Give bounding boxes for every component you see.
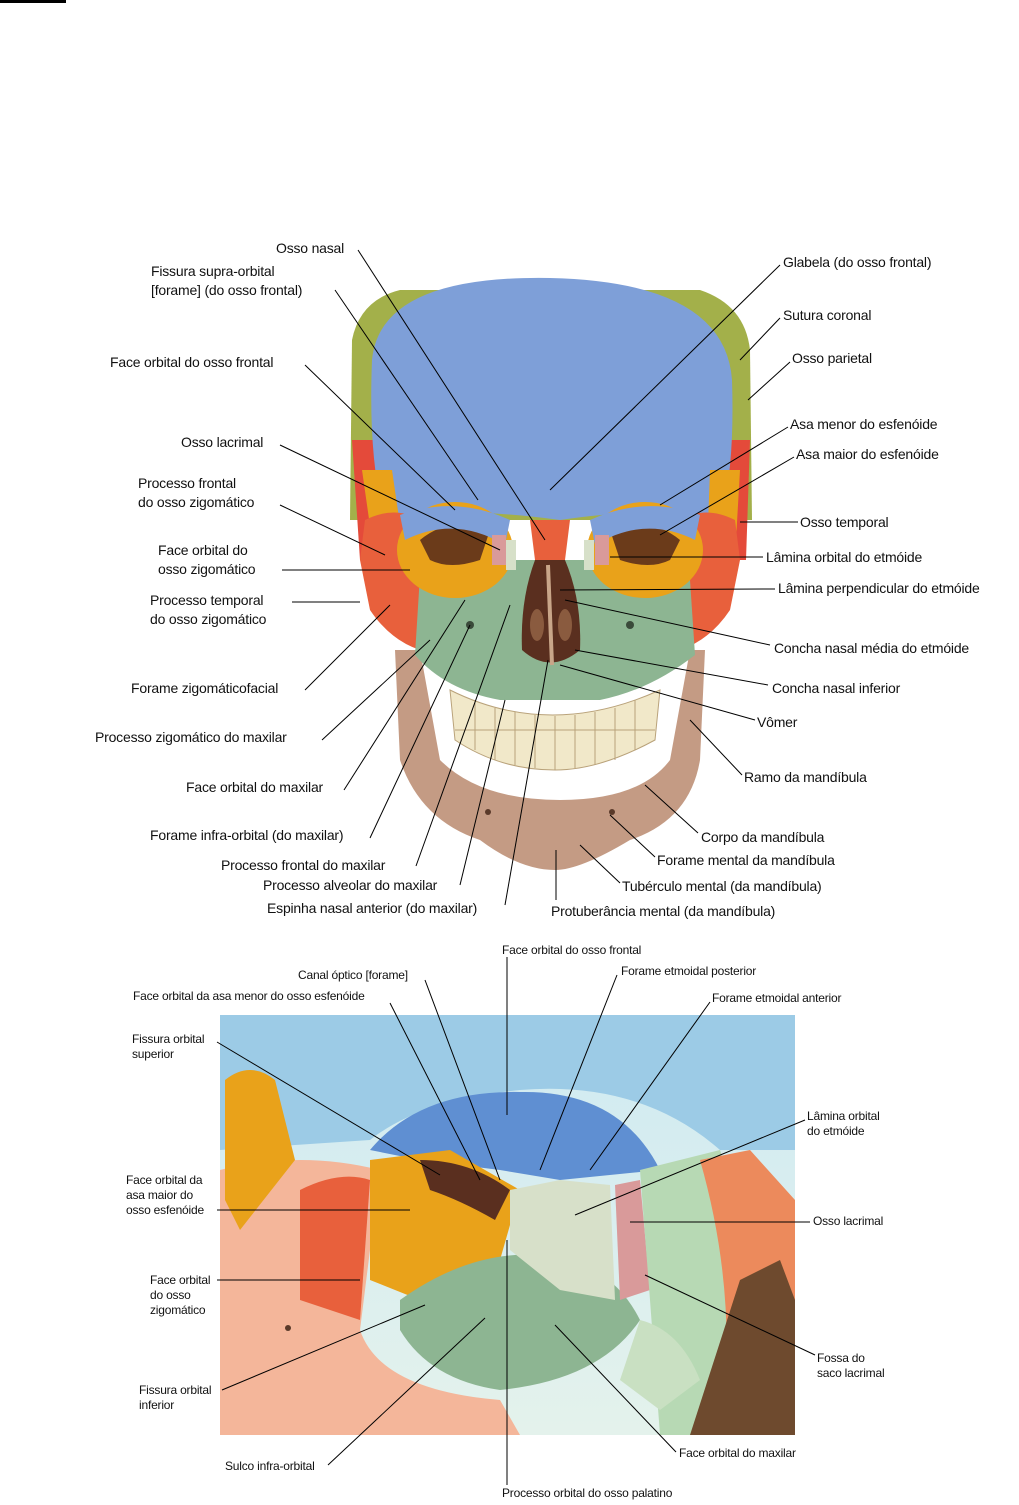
mandible [395, 650, 705, 870]
label-face-orbital-frontal-b: Face orbital do osso frontal [502, 943, 642, 957]
label-fissura-supra-orbital: Fissura supra-orbital [forame] (do osso … [151, 263, 303, 298]
label-processo-alveolar-maxilar: Processo alveolar do maxilar [263, 877, 438, 893]
label-fissura-orbital-superior: Fissura orbital superior [132, 1032, 205, 1061]
label-concha-nasal-media: Concha nasal média do etmóide [774, 640, 969, 656]
frontal-bone [371, 277, 733, 520]
leader-lines-top [279, 249, 798, 906]
label-glabela: Glabela (do osso frontal) [783, 254, 932, 270]
label-canal-optico: Canal óptico [forame] [298, 968, 408, 982]
label-face-orbital-maxilar-b: Face orbital do maxilar [679, 1446, 796, 1460]
label-osso-temporal: Osso temporal [800, 514, 889, 530]
label-face-orbital-frontal: Face orbital do osso frontal [110, 354, 274, 370]
label-forame-zigomaticofacial: Forame zigomáticofacial [131, 680, 279, 696]
leader-lines-bottom [216, 957, 816, 1485]
label-corpo-mandibula: Corpo da mandíbula [701, 829, 825, 845]
label-tuberculo-mental: Tubérculo mental (da mandíbula) [622, 878, 822, 894]
lacrimal [615, 1180, 650, 1300]
label-lamina-perpendicular-etmoide: Lâmina perpendicular do etmóide [778, 580, 980, 596]
label-vomer: Vômer [757, 714, 798, 730]
greater-wing-left [225, 1070, 295, 1230]
nasal-bone [530, 520, 570, 560]
label-forame-infra-orbital: Forame infra-orbital (do maxilar) [150, 827, 344, 843]
label-sulco-infra-orbital: Sulco infra-orbital [225, 1459, 315, 1473]
zygomatic-rim [220, 1160, 520, 1435]
label-fossa-saco-lacrimal: Fossa do saco lacrimal [817, 1351, 885, 1380]
label-processo-zigomatico-maxilar: Processo zigomático do maxilar [95, 729, 287, 745]
label-osso-lacrimal: Osso lacrimal [181, 434, 264, 450]
label-concha-nasal-inferior: Concha nasal inferior [772, 680, 901, 696]
label-forame-etmoidal-anterior: Forame etmoidal anterior [712, 991, 842, 1005]
header-rule [0, 0, 66, 3]
label-face-orbital-zigomatico: Face orbital do osso zigomático [158, 542, 256, 577]
label-forame-mental: Forame mental da mandíbula [657, 852, 835, 868]
label-asa-maior-esfenoide-b: Face orbital da asa maior do osso esfenó… [126, 1173, 204, 1217]
label-osso-parietal: Osso parietal [792, 350, 872, 366]
ethmoid-plate [510, 1180, 615, 1300]
label-lamina-orbital-etmoide-b: Lâmina orbital do etmóide [807, 1109, 880, 1138]
label-processo-temporal-zigomatico: Processo temporal do osso zigomático [150, 592, 267, 627]
label-asa-menor-esfenoide-b: Face orbital da asa menor do osso esfenó… [133, 989, 365, 1003]
label-asa-menor-esfenoide: Asa menor do esfenóide [790, 416, 938, 432]
label-espinha-nasal-anterior: Espinha nasal anterior (do maxilar) [267, 900, 478, 916]
label-processo-frontal-zigomatico: Processo frontal do osso zigomático [138, 475, 255, 510]
label-ramo-mandibula: Ramo da mandíbula [744, 769, 867, 785]
label-osso-lacrimal-b: Osso lacrimal [813, 1214, 884, 1228]
label-osso-nasal: Osso nasal [276, 240, 345, 256]
label-lamina-orbital-etmoide: Lâmina orbital do etmóide [766, 549, 923, 565]
label-forame-etmoidal-posterior: Forame etmoidal posterior [621, 964, 757, 978]
label-sutura-coronal: Sutura coronal [783, 307, 872, 323]
skull-anterior-view [350, 277, 752, 870]
label-processo-frontal-maxilar: Processo frontal do maxilar [221, 857, 386, 873]
label-fissura-orbital-inferior: Fissura orbital inferior [139, 1383, 212, 1412]
label-asa-maior-esfenoide: Asa maior do esfenóide [796, 446, 939, 462]
label-protuberancia-mental: Protuberância mental (da mandíbula) [551, 903, 776, 919]
label-processo-orbital-palatino: Processo orbital do osso palatino [502, 1486, 673, 1500]
label-face-orbital-zigomatico-b: Face orbital do osso zigomático [150, 1273, 211, 1317]
label-face-orbital-maxilar: Face orbital do maxilar [186, 779, 324, 795]
